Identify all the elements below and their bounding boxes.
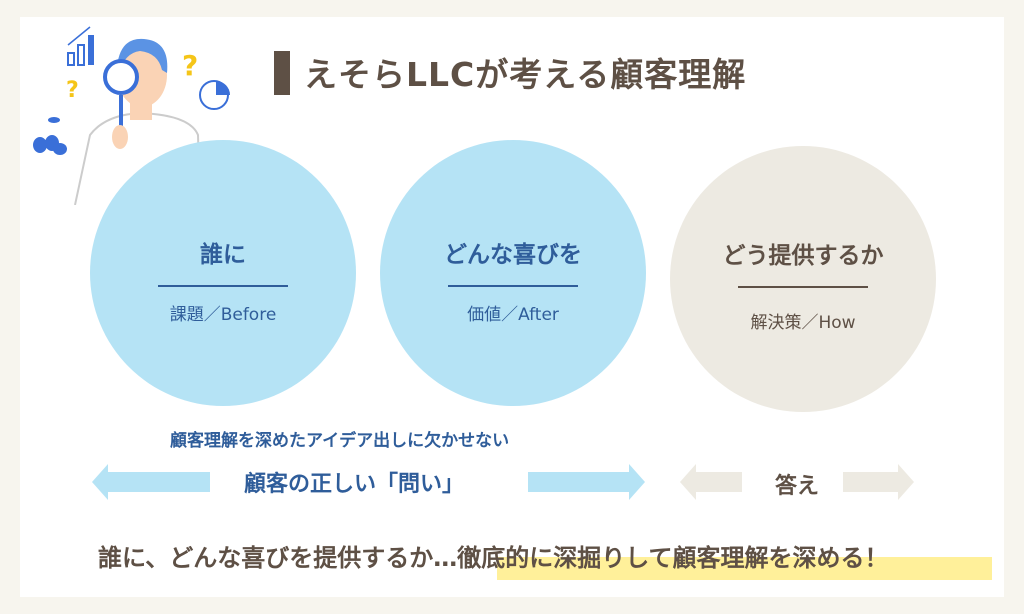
- circle-heading: どう提供するか: [722, 243, 884, 269]
- circle-sub: 課題／Before: [169, 305, 277, 325]
- question-caption: 顧客理解を深めたアイデア出しに欠かせない: [170, 431, 510, 451]
- circle-sub: 価値／After: [467, 305, 559, 325]
- arrow-right-blue: [528, 464, 645, 500]
- circle-heading: 誰に: [200, 242, 246, 268]
- circle-heading: どんな喜びを: [444, 242, 582, 268]
- coins-icon: [33, 117, 67, 155]
- divider: [158, 285, 288, 287]
- question-mark-icon: ?: [66, 78, 79, 103]
- arrow-left-beige: [680, 464, 742, 500]
- divider: [738, 286, 868, 288]
- circle-who: 誰に 課題／Before: [90, 140, 356, 406]
- arrows: [92, 464, 914, 500]
- highlight-marker: [497, 557, 992, 580]
- answer-label: 答え: [775, 474, 820, 499]
- conclusion-text: 誰に、どんな喜びを提供するか…徹底的に深掘りして顧客理解を深める！: [98, 544, 889, 572]
- question-label: 顧客の正しい「問い」: [244, 472, 465, 497]
- pie-chart-icon: [199, 80, 230, 110]
- circle-what: どんな喜びを 価値／After: [380, 140, 646, 406]
- divider: [448, 285, 578, 287]
- bar-chart-icon: [67, 26, 94, 66]
- question-mark-icon: ?: [182, 49, 198, 82]
- circle-how: どう提供するか 解決策／How: [670, 146, 936, 412]
- title-accent-bar: [274, 51, 290, 95]
- page-title: えそらLLCが考える顧客理解: [304, 55, 747, 94]
- arrow-right-beige: [843, 464, 914, 500]
- arrow-left-blue: [92, 464, 210, 500]
- circle-sub: 解決策／How: [750, 313, 856, 333]
